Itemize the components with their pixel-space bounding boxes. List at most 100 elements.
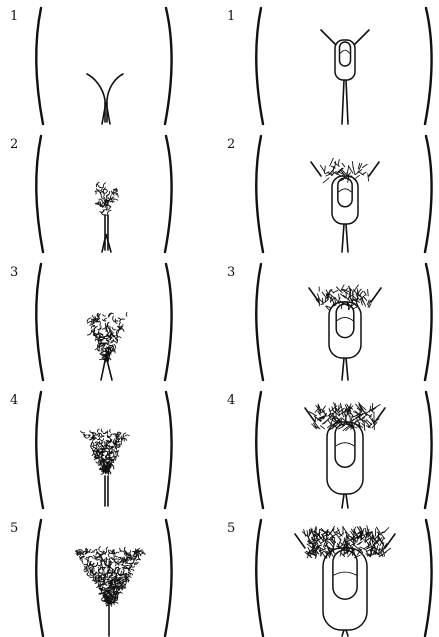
hair-stroke [113, 316, 115, 322]
hair-stroke [356, 175, 360, 178]
body-contour-right [425, 8, 432, 124]
hair-stroke [105, 334, 108, 336]
hair-stroke [126, 580, 129, 581]
hair-stroke [331, 290, 334, 294]
hair-stroke [100, 211, 104, 212]
hair-stroke [132, 566, 135, 567]
hair-stroke [338, 160, 339, 166]
hair-stroke [110, 438, 111, 441]
hair-stroke [103, 315, 106, 317]
hair-stroke [114, 439, 115, 444]
hair-stroke [127, 568, 129, 572]
hair-stroke [321, 300, 328, 305]
hair-stroke [121, 443, 122, 446]
hair-stroke [138, 555, 140, 560]
left-panel-stage-4 [36, 392, 171, 508]
hair-stroke [111, 568, 113, 572]
hair-stroke [368, 289, 369, 296]
hair-stroke [93, 556, 95, 560]
hair-stroke [102, 439, 104, 441]
hair-stroke [131, 574, 133, 575]
hair-stroke [108, 554, 109, 557]
hair-stroke [98, 439, 102, 441]
hair-stroke [88, 322, 94, 324]
left-panel-stage-5 [36, 520, 171, 636]
groin-line-right [385, 534, 395, 548]
groin-line-right [375, 408, 385, 422]
left-panel-stage-1 [36, 8, 171, 124]
hair-stroke [126, 313, 127, 317]
hair-stroke [91, 551, 93, 553]
body-contour-left [36, 8, 43, 124]
hair-stroke [93, 326, 97, 327]
hair-stroke [100, 188, 102, 191]
right-stage-number-2: 2 [227, 138, 235, 151]
hair-stroke [333, 530, 336, 534]
body-contour-right [165, 8, 172, 124]
hair-stroke [103, 567, 106, 568]
hair-stroke [335, 298, 336, 303]
hair-stroke [328, 421, 331, 425]
hair-stroke [359, 291, 363, 295]
leg-line-right [346, 224, 348, 252]
groin-line-right [371, 288, 381, 302]
hair-stroke [342, 163, 345, 167]
hair-stroke [109, 561, 110, 564]
left-panel-stage-2 [36, 136, 171, 252]
hair-stroke [85, 559, 88, 562]
hair-stroke [133, 552, 135, 556]
hair-stroke [115, 556, 117, 557]
right-panel-stage-4 [256, 392, 431, 508]
hair-stroke [116, 194, 119, 197]
body-contour-right [425, 520, 432, 636]
hair-stroke [90, 549, 91, 552]
body-contour-left [36, 136, 43, 252]
hair-stroke [97, 560, 101, 561]
hair-stroke [307, 544, 311, 547]
hair-stroke [115, 562, 116, 566]
hair-stroke [322, 552, 327, 558]
hair-stroke [96, 462, 100, 463]
right-stage-number-4: 4 [227, 394, 235, 407]
hair-stroke [113, 452, 114, 457]
hair-stroke [116, 456, 119, 457]
body-contour-right [425, 392, 432, 508]
right-panel-stage-3 [256, 264, 431, 380]
hair-stroke [95, 191, 96, 194]
hair-stroke [103, 432, 106, 433]
left-stage-number-3: 3 [10, 266, 18, 279]
hair-stroke [131, 569, 134, 571]
hair-stroke [125, 582, 126, 585]
leg-line-left [342, 358, 344, 380]
hair-stroke [104, 584, 107, 586]
body-contour-left [256, 264, 263, 380]
hair-stroke [362, 415, 367, 418]
hair-stroke [110, 429, 111, 432]
hair-stroke [114, 199, 118, 200]
hair-stroke [334, 290, 338, 292]
leg-line-left [342, 494, 344, 508]
hair-stroke [85, 436, 88, 438]
hair-stroke [349, 166, 353, 173]
right-panel-stage-1 [256, 8, 431, 124]
hair-stroke [96, 563, 97, 566]
hair-stroke [351, 416, 352, 420]
hair-stroke [366, 420, 372, 425]
hair-stroke [307, 531, 308, 537]
hair-stroke [366, 528, 367, 534]
hair-stroke [364, 423, 365, 431]
left-stage-number-2: 2 [10, 138, 18, 151]
hair-stroke [322, 419, 328, 424]
hair-stroke [105, 445, 106, 447]
vulva-line-left [87, 74, 105, 122]
body-contour-left [256, 392, 263, 508]
hair-stroke [323, 178, 329, 183]
groin-line-right [369, 162, 379, 176]
hair-stroke [362, 172, 366, 174]
right-panel-stage-5 [256, 520, 431, 636]
hair-stroke [103, 451, 107, 453]
hair-stroke [106, 463, 107, 466]
leg-line-left [342, 224, 344, 252]
